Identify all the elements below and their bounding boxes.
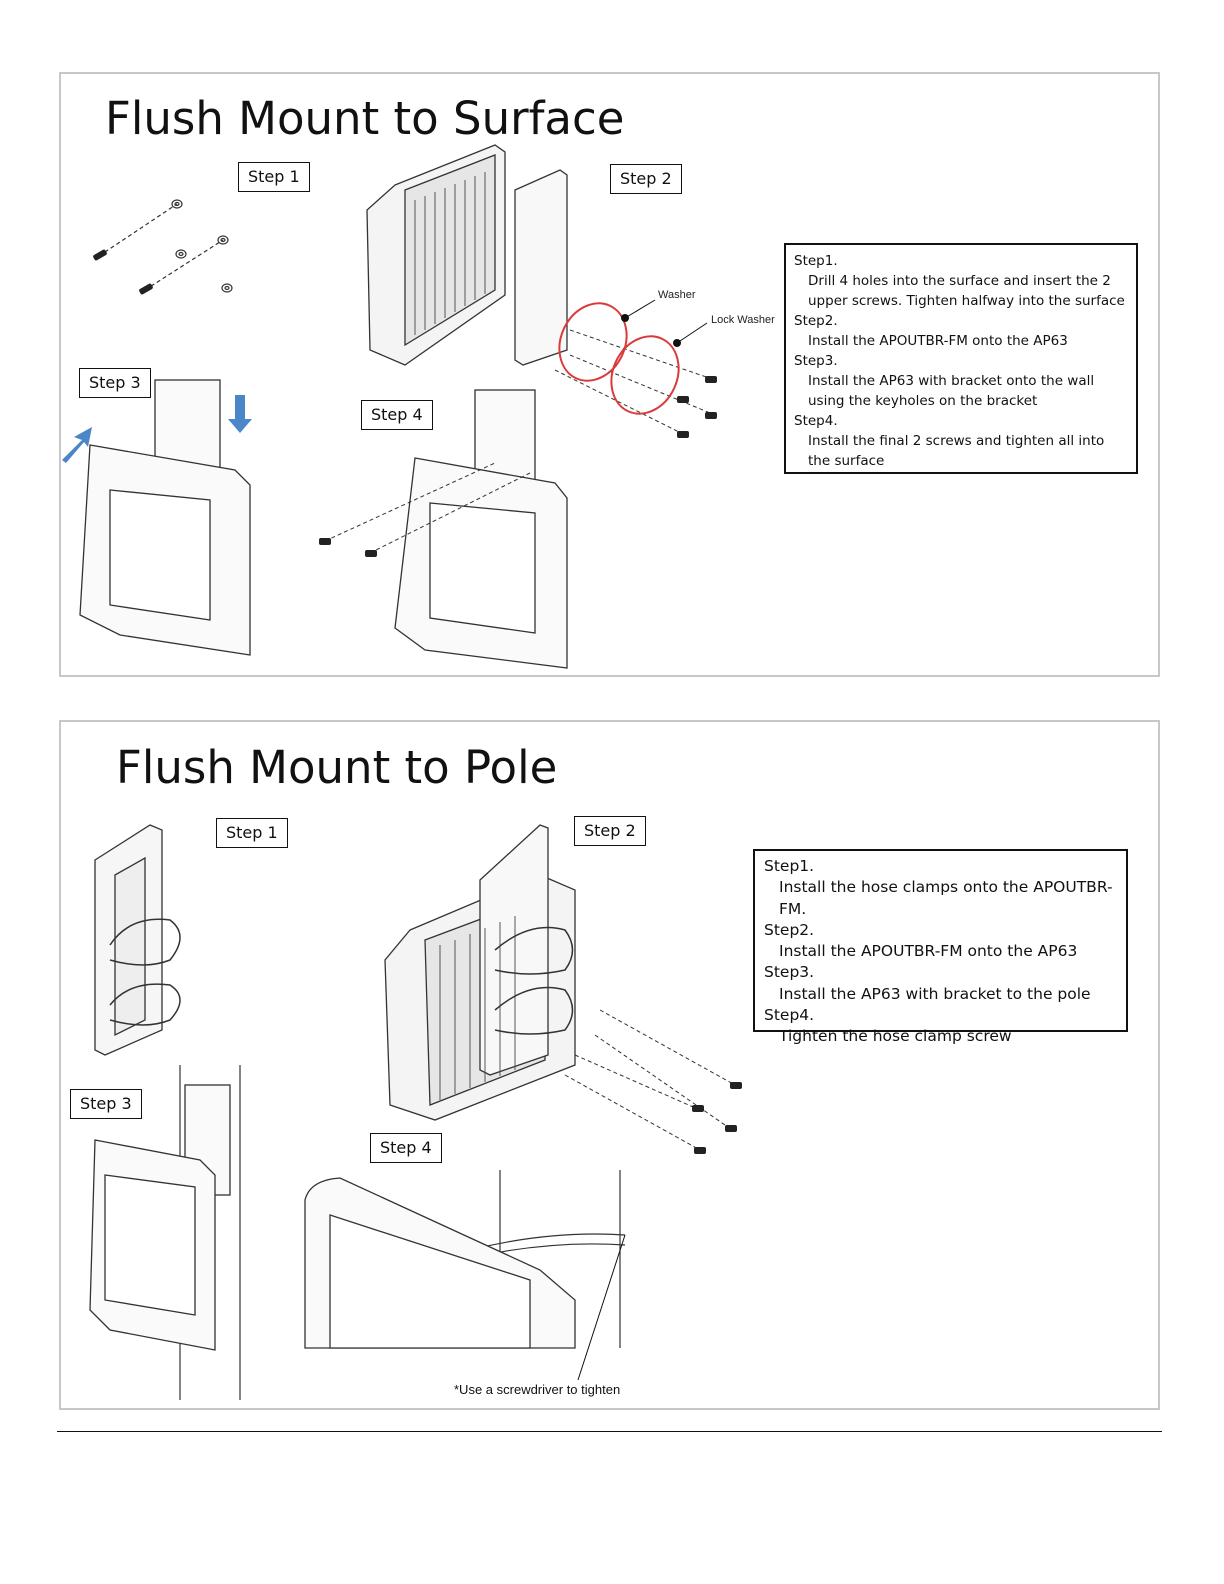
surface-step4-illustration [319, 389, 568, 669]
surface-step3-illustration [62, 379, 252, 656]
footer-rule [57, 1431, 1162, 1432]
pole-step3-label: Step 3 [70, 1089, 142, 1119]
surface-instr-step4-heading: Step4. [794, 413, 838, 429]
pole-instr-step4-heading: Step4. [764, 1006, 815, 1025]
surface-step1-label: Step 1 [238, 162, 310, 192]
pole-step1-label: Step 1 [216, 818, 288, 848]
lock-washer-callout: Lock Washer [711, 314, 775, 326]
blue-arrow-icon [62, 395, 252, 463]
surface-step2-label: Step 2 [610, 164, 682, 194]
surface-instr-step1-heading: Step1. [794, 253, 838, 269]
surface-step1-screws-illustration [93, 199, 233, 295]
pole-instr-step4-body: Tighten the hose clamp screw [779, 1027, 1012, 1046]
pole-step2-exploded-illustration [384, 824, 742, 1154]
surface-instr-step4-body: Install the final 2 screws and tighten a… [808, 433, 1105, 469]
pole-step4-label: Step 4 [370, 1133, 442, 1163]
surface-step4-label: Step 4 [361, 400, 433, 430]
surface-instructions-box: Step1. Drill 4 holes into the surface an… [784, 243, 1138, 474]
surface-step3-label: Step 3 [79, 368, 151, 398]
pole-title: Flush Mount to Pole [116, 741, 558, 794]
surface-instr-step3-body: Install the AP63 with bracket onto the w… [808, 373, 1095, 409]
pole-instr-step1-heading: Step1. [764, 857, 815, 875]
pole-step4-closeup-illustration [304, 1170, 626, 1381]
screwdriver-note: *Use a screwdriver to tighten [454, 1382, 621, 1397]
surface-instr-step2-body: Install the APOUTBR-FM onto the AP63 [808, 333, 1068, 349]
surface-title: Flush Mount to Surface [105, 92, 625, 145]
pole-instructions-box: Step1. Install the hose clamps onto the … [753, 849, 1128, 1045]
pole-instr-step2-heading: Step2. [764, 920, 815, 939]
surface-instr-step2-heading: Step2. [794, 313, 838, 329]
pole-instr-step2-body: Install the APOUTBR-FM onto the AP63 [779, 942, 1078, 961]
pole-step2-label: Step 2 [574, 816, 646, 846]
pole-step1-bracket-illustration [94, 824, 181, 1056]
surface-step2-exploded-illustration [366, 144, 717, 438]
pole-instr-step3-body: Install the AP63 with bracket to the pol… [779, 984, 1091, 1003]
surface-instr-step1-body: Drill 4 holes into the surface and inser… [808, 273, 1125, 309]
pole-instr-step3-heading: Step3. [764, 963, 815, 982]
washer-highlight-ellipse [558, 302, 680, 415]
pole-instr-step1-body: Install the hose clamps onto the APOUTBR… [779, 878, 1113, 918]
washer-callout: Washer [658, 289, 696, 301]
pole-step3-illustration [89, 1065, 241, 1400]
surface-instr-step3-heading: Step3. [794, 353, 838, 369]
